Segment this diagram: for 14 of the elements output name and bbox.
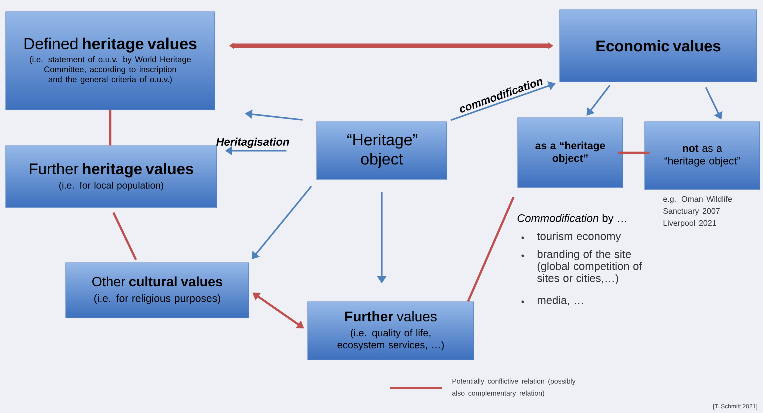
value-box: Other cultural values (i.e. for religious purposes) — [66, 262, 250, 318]
list-item: media, … — [538, 296, 584, 306]
value-box: Further values (i.e. quality of life, ecosystem services, …) — [308, 302, 474, 360]
example-note: e.g. Oman Wildlife Sanctuary 2007 Liverpool 2021 — [664, 196, 732, 228]
list-item: tourism economy — [537, 232, 622, 242]
value-box: “Heritage” object — [316, 122, 448, 180]
value-box: Further heritage values (i.e. for local population) — [6, 146, 218, 208]
value-box: not as a “heritage object” — [644, 122, 760, 190]
value-box: Defined heritage values (i.e. statement of o.u.v. by World Heritage Committee, according to inscription and the general criteria of o.u.v.) — [6, 12, 216, 110]
value-box: as a “heritage object” — [518, 118, 624, 188]
value-box: Economic values — [560, 10, 758, 82]
list-heading: Commodification by … — [518, 214, 626, 224]
list-item: branding of the site (global competition of sites or cities,…) — [538, 250, 642, 284]
process-label: Heritagisation — [216, 138, 290, 148]
